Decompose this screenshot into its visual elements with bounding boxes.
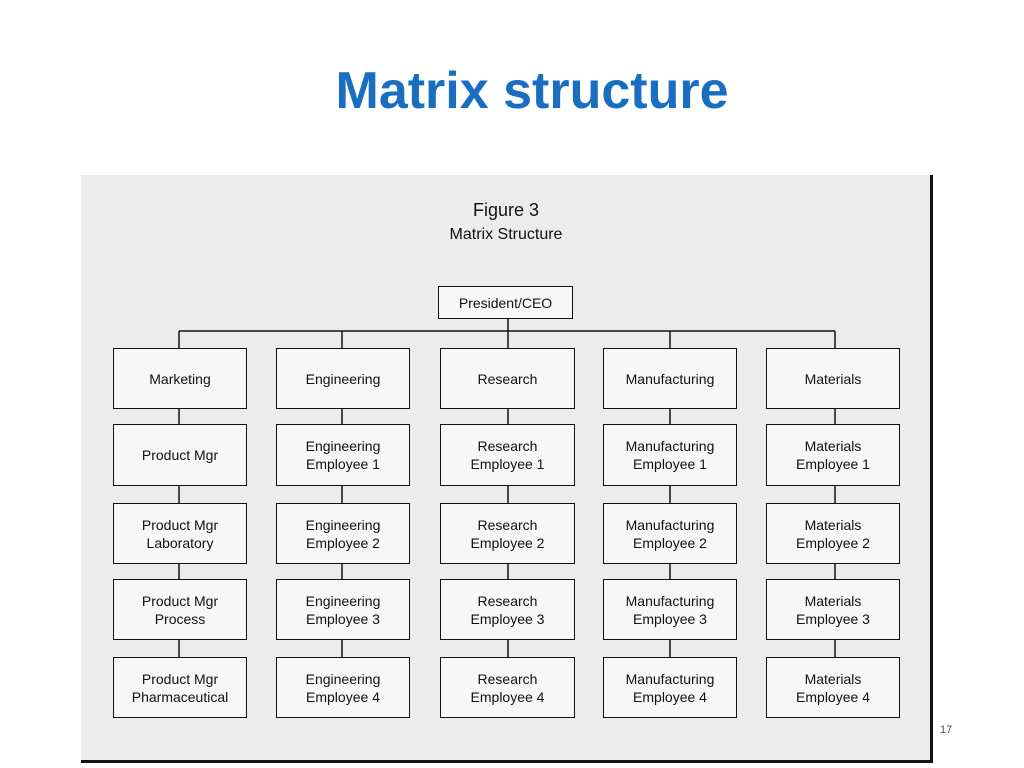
role-box: Research Employee 2: [440, 503, 575, 564]
role-label: Product Mgr Process: [141, 592, 219, 627]
role-box: Engineering Employee 1: [276, 424, 410, 486]
department-label: Research: [477, 370, 538, 387]
department-label: Manufacturing: [625, 370, 715, 387]
role-label: Engineering Employee 3: [305, 592, 381, 627]
role-box: Materials Employee 4: [766, 657, 900, 718]
role-label: Product Mgr Pharmaceutical: [131, 670, 229, 705]
role-box: Materials Employee 2: [766, 503, 900, 564]
role-box: Product Mgr Pharmaceutical: [113, 657, 247, 718]
department-label: Marketing: [149, 370, 211, 387]
department-box: Marketing: [113, 348, 247, 409]
role-label: Materials Employee 3: [796, 592, 870, 627]
department-label: Materials: [804, 370, 862, 387]
role-label: Product Mgr Laboratory: [141, 516, 219, 551]
role-box: Product Mgr Laboratory: [113, 503, 247, 564]
role-label: Research Employee 1: [470, 438, 545, 472]
role-box: Engineering Employee 3: [276, 579, 410, 640]
role-label: Research Employee 4: [470, 670, 545, 705]
role-box: Materials Employee 1: [766, 424, 900, 486]
role-label: Engineering Employee 2: [305, 516, 381, 551]
department-box: Research: [440, 348, 575, 409]
role-label: Manufacturing Employee 3: [625, 592, 715, 627]
root-label: President/CEO: [458, 294, 553, 311]
role-box: Manufacturing Employee 3: [603, 579, 737, 640]
role-label: Materials Employee 4: [796, 670, 870, 705]
page-number: 17: [940, 724, 953, 736]
root-box: President/CEO: [438, 286, 573, 319]
slide-title: Matrix structure: [335, 62, 729, 120]
role-box: Materials Employee 3: [766, 579, 900, 640]
department-label: Engineering: [305, 370, 381, 387]
role-box: Engineering Employee 2: [276, 503, 410, 564]
role-label: Engineering Employee 1: [305, 438, 381, 472]
role-box: Manufacturing Employee 1: [603, 424, 737, 486]
role-label: Materials Employee 2: [796, 516, 870, 551]
role-label: Manufacturing Employee 4: [625, 670, 715, 705]
role-box: Research Employee 3: [440, 579, 575, 640]
role-label: Research Employee 2: [470, 516, 545, 551]
role-box: Manufacturing Employee 2: [603, 503, 737, 564]
role-box: Manufacturing Employee 4: [603, 657, 737, 718]
figure-subtitle: Matrix Structure: [449, 226, 563, 243]
role-label: Manufacturing Employee 2: [625, 516, 715, 551]
role-label: Research Employee 3: [470, 592, 545, 627]
department-box: Manufacturing: [603, 348, 737, 409]
role-box: Research Employee 1: [440, 424, 575, 486]
figure-title: Figure 3: [472, 200, 540, 220]
department-box: Materials: [766, 348, 900, 409]
role-box: Engineering Employee 4: [276, 657, 410, 718]
role-label: Materials Employee 1: [796, 438, 870, 472]
role-label: Manufacturing Employee 1: [625, 438, 715, 472]
role-label: Engineering Employee 4: [305, 670, 381, 705]
role-box: Product Mgr Process: [113, 579, 247, 640]
role-box: Research Employee 4: [440, 657, 575, 718]
role-box: Product Mgr: [113, 424, 247, 486]
figure-panel: Figure 3 Matrix Structure President/CEO …: [81, 175, 933, 763]
role-label: Product Mgr: [141, 447, 219, 463]
department-box: Engineering: [276, 348, 410, 409]
